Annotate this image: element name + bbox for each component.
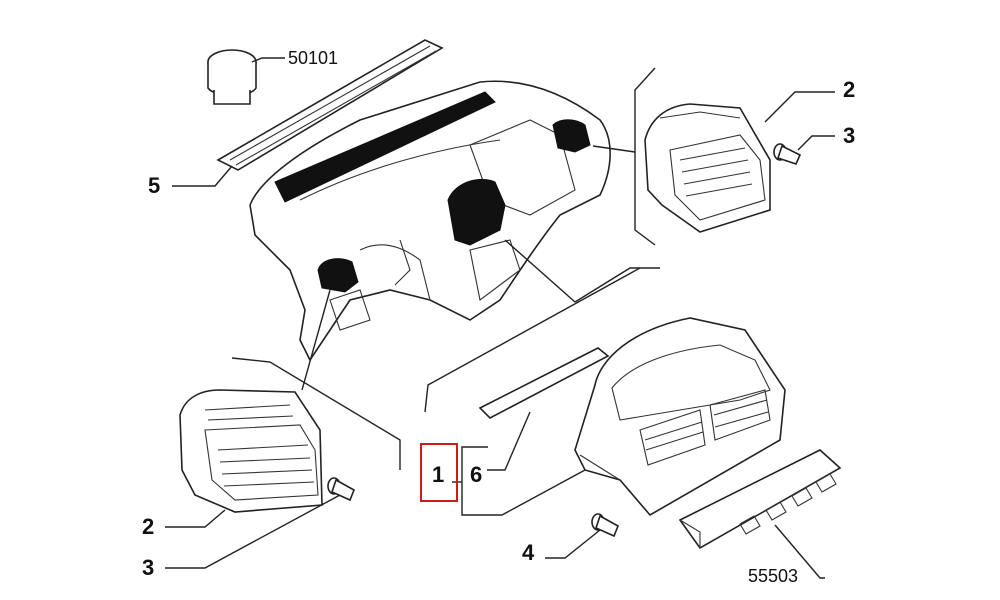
leader-upper-center (424, 267, 641, 413)
leader-55503 (774, 524, 825, 579)
leader-3-lower (165, 494, 341, 569)
screw-upper-right-part (773, 143, 802, 165)
leader-50101 (251, 57, 285, 63)
leader-6 (487, 411, 531, 471)
label-2-upper: 2 (843, 77, 855, 102)
trim-strip-part (478, 347, 610, 419)
leader-3-upper (797, 135, 835, 151)
label-55503: 55503 (748, 566, 798, 586)
highlight-box (420, 443, 458, 502)
leader-lines (165, 57, 835, 579)
screw-lower-left-part (327, 477, 356, 502)
label-3-lower: 3 (142, 555, 154, 580)
label-1: 1 (432, 462, 444, 487)
label-6: 6 (470, 462, 482, 487)
label-3-upper: 3 (843, 123, 855, 148)
label-50101: 50101 (288, 48, 338, 68)
screw-center-part (591, 513, 620, 538)
left-air-vent-part (179, 389, 323, 513)
switch-panel-part (678, 449, 842, 550)
leader-center-to-dash (504, 239, 576, 303)
leader-left-bracket (231, 357, 401, 470)
leader-center-bracket (574, 267, 660, 303)
dashboard-panel (249, 80, 611, 362)
label-2-lower: 2 (142, 514, 154, 539)
leader-right-bracket (634, 67, 656, 246)
leader-left-to-dash (301, 289, 331, 391)
leader-bracket-1-6 (461, 446, 586, 516)
label-4: 4 (522, 540, 535, 565)
leader-5 (172, 165, 233, 187)
label-5: 5 (148, 173, 160, 198)
leader-2-lower (165, 509, 226, 528)
leader-2-upper (764, 91, 835, 123)
right-air-vent-part (644, 103, 771, 233)
center-vent-housing-part (574, 317, 786, 517)
leader-4 (545, 529, 601, 559)
leader-right-to-dash (592, 145, 636, 153)
sensor-part (207, 49, 257, 105)
